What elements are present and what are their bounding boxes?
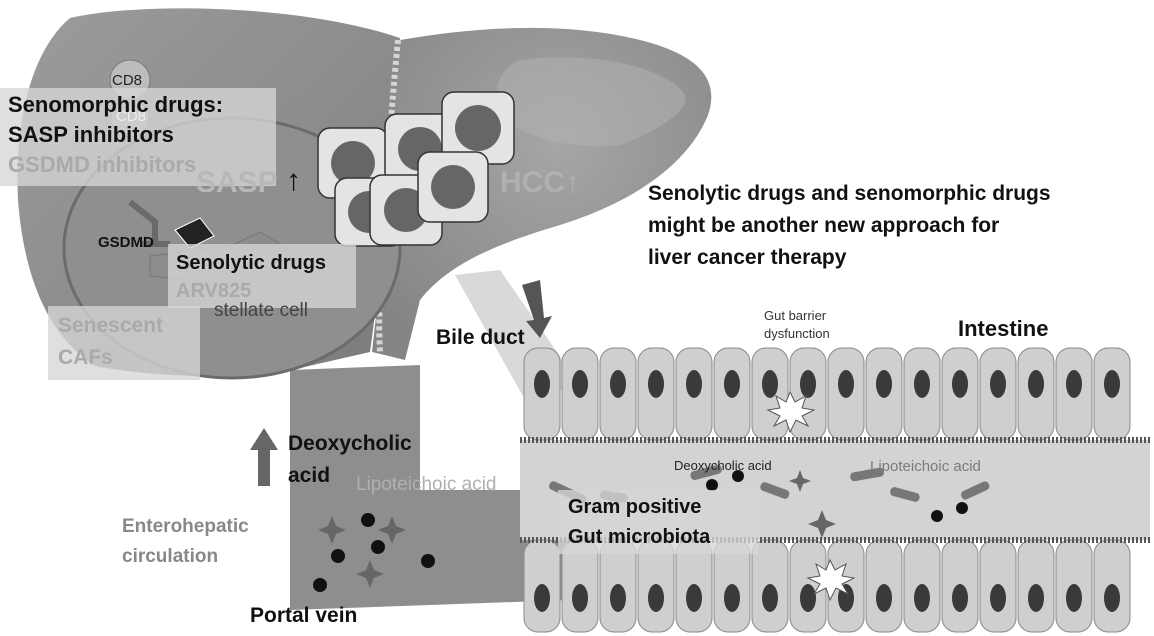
stellate-cell-label: stellate cell (214, 300, 308, 322)
cafs-label: CAFs (58, 346, 113, 370)
epithelial-nucleus-icon (876, 370, 892, 398)
approach-line-2: might be another new approach for (648, 214, 999, 238)
epithelial-nucleus-icon (1028, 584, 1044, 612)
gut-microbiota-label: Gut microbiota (568, 526, 710, 549)
sasp-up-arrow: ↑ (286, 164, 301, 198)
senescent-label: Senescent (58, 314, 163, 338)
epithelial-nucleus-icon (876, 584, 892, 612)
epithelial-nucleus-icon (800, 370, 816, 398)
epithelial-nucleus-icon (724, 370, 740, 398)
gut-barrier-label: dysfunction (764, 326, 830, 341)
approach-line-3: liver cancer therapy (648, 246, 846, 270)
epithelial-nucleus-icon (572, 370, 588, 398)
hcc-label: HCC (500, 166, 565, 200)
gsdmd-label: GSDMD (98, 234, 154, 251)
senolytic-drugs-label: Senolytic drugs (176, 252, 326, 275)
hcc-nucleus-icon (455, 105, 501, 151)
epithelial-nucleus-icon (762, 584, 778, 612)
bile-duct-label: Bile duct (436, 326, 525, 350)
deoxycholic-acid-label: acid (288, 464, 330, 488)
enterohepatic-label: circulation (122, 546, 218, 568)
enterohepatic-label: Enterohepatic (122, 516, 249, 538)
gram-positive-label: Gram positive (568, 496, 701, 519)
deoxycholic-acid-label: Deoxycholic (288, 432, 412, 456)
epithelial-nucleus-icon (952, 370, 968, 398)
epithelial-nucleus-icon (648, 584, 664, 612)
flow-arrow-icon (250, 428, 278, 486)
hcc-up-arrow: ↑ (565, 166, 580, 200)
deoxycholic-dot-icon (931, 510, 943, 522)
epithelial-nucleus-icon (952, 584, 968, 612)
epithelial-nucleus-icon (686, 370, 702, 398)
lipoteichoic-acid-right-label: Lipoteichoic acid (870, 458, 981, 475)
portal-vein-label: Portal vein (250, 604, 357, 628)
epithelial-nucleus-icon (534, 584, 550, 612)
cd8-label: CD8 (112, 72, 142, 89)
deoxycholic-dot-icon (361, 513, 375, 527)
deoxycholic-dot-icon (956, 502, 968, 514)
deoxycholic-dot-icon (421, 554, 435, 568)
intestine-top-epithelium (524, 348, 1130, 440)
epithelial-nucleus-icon (1104, 370, 1120, 398)
epithelial-nucleus-icon (572, 584, 588, 612)
gut-barrier-label: Gut barrier (764, 308, 826, 323)
epithelial-nucleus-icon (990, 584, 1006, 612)
epithelial-nucleus-icon (610, 584, 626, 612)
epithelial-nucleus-icon (1028, 370, 1044, 398)
epithelial-nucleus-icon (1066, 584, 1082, 612)
senomorphic-title: Senomorphic drugs: (8, 92, 223, 118)
hcc-nucleus-icon (431, 165, 475, 209)
gsdmd-inhibitors-label: GSDMD inhibitors (8, 152, 196, 178)
deoxycholic-dot-icon (371, 540, 385, 554)
deoxycholic-dot-icon (313, 578, 327, 592)
epithelial-nucleus-icon (1104, 584, 1120, 612)
epithelial-nucleus-icon (914, 584, 930, 612)
epithelial-nucleus-icon (990, 370, 1006, 398)
epithelial-nucleus-icon (914, 370, 930, 398)
epithelial-nucleus-icon (838, 370, 854, 398)
epithelial-nucleus-icon (648, 370, 664, 398)
sasp-label: SASP (196, 166, 278, 200)
epithelial-nucleus-icon (534, 370, 550, 398)
epithelial-nucleus-icon (686, 584, 702, 612)
epithelial-nucleus-icon (800, 584, 816, 612)
epithelial-nucleus-icon (762, 370, 778, 398)
intestine-label: Intestine (958, 316, 1048, 342)
lipoteichoic-acid-left-label: Lipoteichoic acid (356, 474, 496, 496)
deoxycholic-dot-icon (331, 549, 345, 563)
epithelial-nucleus-icon (724, 584, 740, 612)
sasp-inhibitors-label: SASP inhibitors (8, 122, 174, 148)
epithelial-nucleus-icon (610, 370, 626, 398)
epithelial-nucleus-icon (1066, 370, 1082, 398)
approach-line-1: Senolytic drugs and senomorphic drugs (648, 182, 1051, 206)
deoxycholic-acid-small-label: Deoxycholic acid (674, 458, 772, 473)
